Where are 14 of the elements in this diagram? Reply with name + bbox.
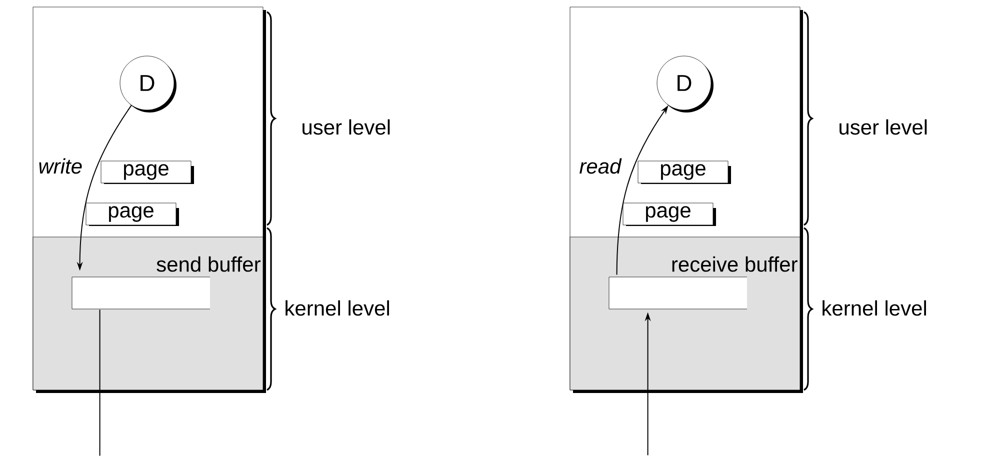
buffer-box: receive buffer	[608, 256, 798, 310]
buffer-box: send buffer	[72, 256, 260, 310]
page-box: page	[638, 160, 731, 184]
level-label: user level	[302, 119, 390, 135]
page-box: page	[86, 202, 179, 226]
page-box: page	[100, 160, 194, 184]
node-label: send buffer	[156, 256, 260, 272]
node-label: receive buffer	[672, 256, 798, 272]
edge-label: write	[37, 157, 84, 175]
edge-label: read	[578, 157, 622, 175]
level-label: user level	[840, 119, 927, 135]
level-label: kernel level	[822, 300, 926, 316]
page-box: page	[622, 202, 716, 226]
level-label: kernel level	[286, 300, 389, 316]
